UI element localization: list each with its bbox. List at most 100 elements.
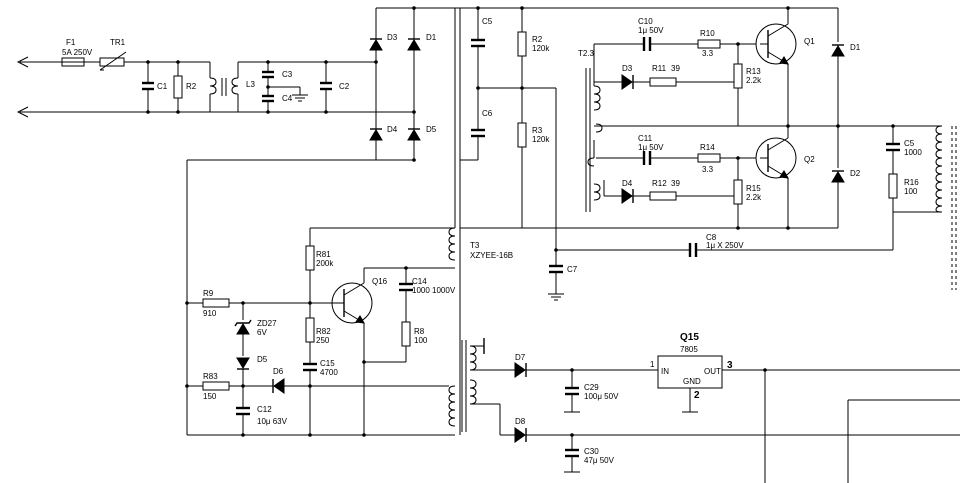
zener-zd27: ZD27 6V [234, 303, 277, 356]
resistor-r8: R8 100 [362, 321, 428, 364]
resistor-r3-ref: R3 [532, 126, 543, 135]
diode-d4: D4 [618, 179, 650, 204]
capacitor-c29-value: 100μ 50V [584, 392, 619, 401]
regulator-q15-ref: Q15 [680, 332, 699, 343]
regulator-q15-gnd: GND [683, 377, 701, 386]
capacitor-c5-bus-ref: C5 [482, 17, 493, 26]
transistor-q1: Q1 [755, 6, 815, 126]
diode-d5-bridge-ref: D5 [426, 125, 437, 134]
capacitor-c10-ref: C10 [638, 17, 653, 26]
capacitor-c30-ref: C30 [584, 447, 599, 456]
diode-d1: D1 [831, 8, 861, 168]
capacitor-c15-value: 4700 [320, 368, 338, 377]
resistor-r9: R9 910 [202, 289, 310, 318]
diode-d1-ref: D1 [850, 43, 861, 52]
capacitor-c7: C7 [548, 248, 578, 301]
resistor-r11-value: 39 [671, 64, 680, 73]
capacitor-c8-value: 1μ X 250V [706, 241, 744, 250]
resistor-r12: R12 39 [649, 179, 738, 201]
resistor-r3: R3 120k [517, 122, 550, 228]
fuse-f1: F1 5A 250V [61, 38, 93, 67]
diode-d5-ref: D5 [257, 355, 268, 364]
regulator-q15-out: OUT [704, 367, 721, 376]
resistor-r12-value: 39 [671, 179, 680, 188]
ground-symbol-1 [266, 85, 308, 102]
capacitor-c6: C6 [471, 88, 493, 160]
capacitor-c11-value: 1μ 50V [638, 143, 664, 152]
capacitor-c11-ref: C11 [638, 134, 653, 143]
transformer-t3-value: XZYEE-16B [470, 251, 513, 260]
resistor-r2: R2 120k [517, 6, 550, 123]
transformer-t3-ref: T3 [470, 241, 480, 250]
regulator-q15-pin3: 3 [727, 360, 733, 371]
choke-l3-ref: L3 [246, 80, 255, 89]
transformer-t2-ref: T2.3 [578, 49, 595, 58]
mains-input [16, 56, 240, 118]
resistor-r13: R13 2.2k [733, 63, 762, 126]
capacitor-c30-value: 47μ 50V [584, 456, 615, 465]
resistor-r14: R14 3.3 [697, 143, 760, 174]
transformer-t3: T3 XZYEE-16B [448, 227, 513, 435]
capacitor-c11: C11 1μ 50V [638, 134, 698, 165]
transistor-q16: Q16 [310, 267, 455, 435]
diode-d3-ref: D3 [622, 64, 633, 73]
resistor-r2-input: R2 [173, 60, 197, 114]
capacitor-c4-ref: C4 [282, 94, 293, 103]
diode-d4-ref: D4 [622, 179, 633, 188]
regulator-q15-pin1: 1 [650, 360, 655, 369]
transistor-q2-ref: Q2 [804, 155, 815, 164]
resistor-r9-value: 910 [203, 309, 217, 318]
resistor-r10-value: 3.3 [702, 49, 714, 58]
resistor-r2-value: 120k [532, 44, 550, 53]
zener-zd27-value: 6V [257, 328, 267, 337]
diode-d2-ref: D2 [850, 169, 861, 178]
resistor-r11-ref: R11 [652, 64, 667, 73]
capacitor-c2: C2 [320, 60, 350, 114]
resistor-r2-input-ref: R2 [186, 82, 197, 91]
capacitor-c10: C10 1μ 50V [638, 17, 698, 51]
capacitor-c5-snubber-value: 1000 [904, 148, 922, 157]
resistor-r83: R83 150 [202, 372, 268, 401]
capacitor-c30: C30 47μ 50V [564, 435, 615, 473]
capacitor-c10-value: 1μ 50V [638, 26, 664, 35]
capacitor-c5-snubber: C5 1000 [886, 124, 922, 174]
capacitor-c4: C4 [262, 94, 293, 114]
resistor-r3-value: 120k [532, 135, 550, 144]
resistor-r11: R11 39 [649, 64, 738, 87]
resistor-r9-ref: R9 [203, 289, 214, 298]
resistor-r12-ref: R12 [652, 179, 667, 188]
capacitor-c1: C1 [142, 60, 168, 114]
transistor-q16-ref: Q16 [372, 277, 388, 286]
resistor-r10: R10 3.3 [697, 29, 760, 58]
resistor-r82-ref: R82 [316, 327, 331, 336]
transistor-q2: Q2 [755, 126, 815, 230]
capacitor-c7-ref: C7 [567, 265, 578, 274]
resistor-r15: R15 2.2k [733, 179, 762, 228]
regulator-q15: Q15 7805 IN GND OUT 1 2 3 [650, 332, 960, 413]
resistor-r16-value: 100 [904, 187, 918, 196]
resistor-r15-value: 2.2k [746, 193, 762, 202]
resistor-r8-ref: R8 [414, 327, 425, 336]
capacitor-c1-ref: C1 [157, 82, 168, 91]
resistor-r82: R82 250 [305, 317, 331, 364]
resistor-r83-value: 150 [203, 392, 217, 401]
capacitor-c14: C14 1000 1000V [399, 266, 456, 322]
resistor-r15-ref: R15 [746, 184, 761, 193]
capacitor-c2-ref: C2 [339, 82, 350, 91]
capacitor-c3: C3 [262, 60, 293, 96]
resistor-r13-ref: R13 [746, 67, 761, 76]
transformer-t2: T2.3 [578, 49, 603, 212]
capacitor-c12: C12 10μ 63V [236, 386, 288, 435]
regulator-q15-pin2: 2 [694, 390, 700, 401]
regulator-q15-value: 7805 [680, 345, 698, 354]
zener-zd27-ref: ZD27 [257, 319, 277, 328]
resistor-r16-ref: R16 [904, 178, 919, 187]
capacitor-c6-ref: C6 [482, 109, 493, 118]
resistor-r81-value: 200k [316, 259, 334, 268]
diode-d7: D7 [512, 353, 658, 378]
capacitor-c14-ref: C14 [412, 277, 427, 286]
resistor-r16: R16 100 [888, 173, 919, 250]
regulator-q15-in: IN [661, 367, 669, 376]
capacitor-c5-bus: C5 [471, 6, 493, 88]
